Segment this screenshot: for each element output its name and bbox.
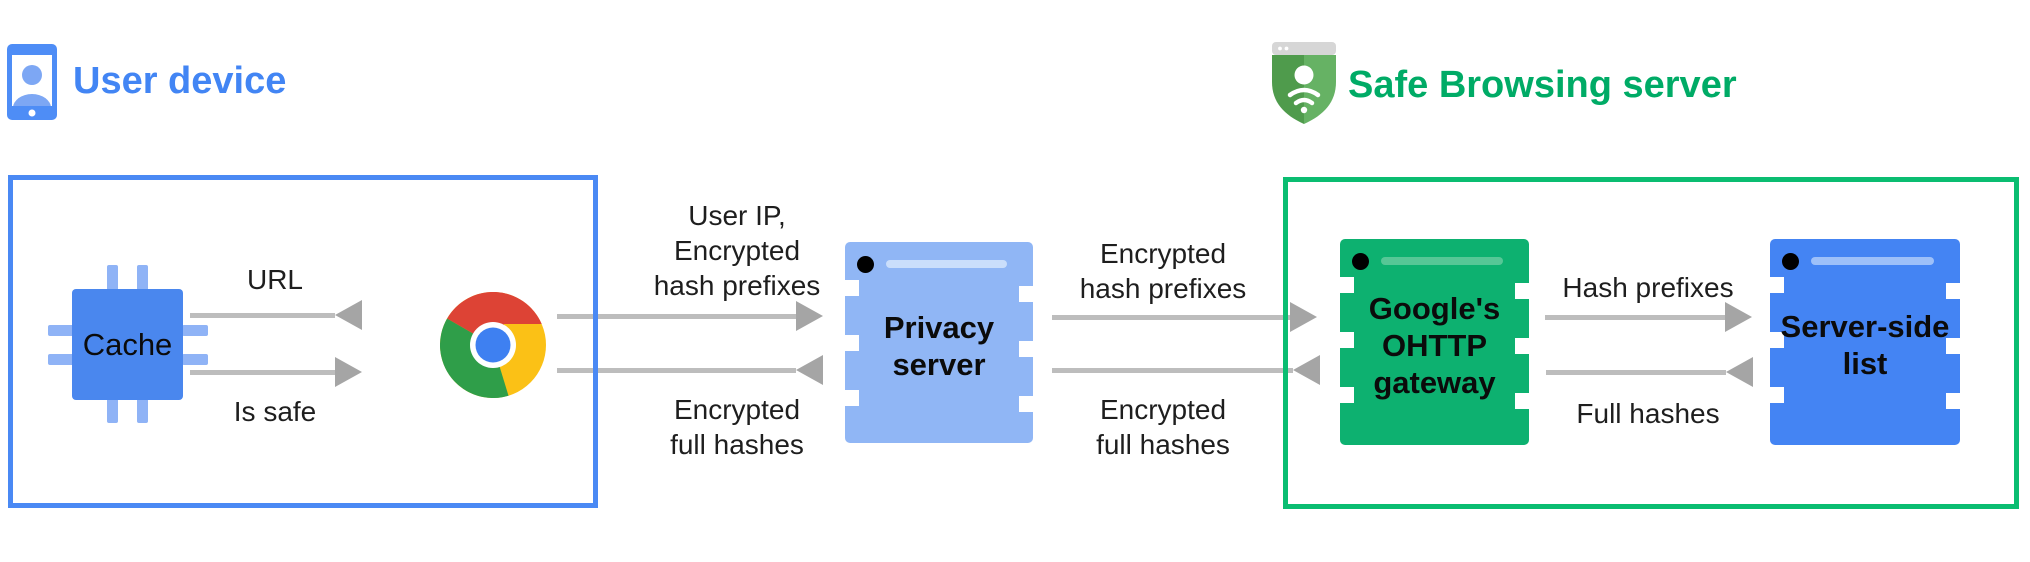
server-notch [1946,393,1961,409]
privacy-server-node: Privacy server [844,242,1034,443]
arrow-to-gateway [1052,302,1317,332]
arrow-to-list [1545,302,1752,332]
server-notch [1339,332,1354,348]
shield-wifi-icon [1272,42,1336,124]
arrow-shaft [1546,369,1726,375]
chip-pin [137,397,148,423]
server-notch [844,280,859,296]
chip-pin [182,325,208,336]
arrow-shaft [557,313,796,319]
flow-label-encrypted-full-hashes-right: Encrypted full hashes [1096,394,1230,460]
arrow-shaft [1052,314,1290,320]
server-notch [1769,332,1784,348]
safe-browsing-zone-box [1283,177,2019,509]
arrow-from-privacy-server [557,355,823,385]
server-notch [1946,283,1961,299]
arrow-is-safe [190,357,362,387]
chrome-icon [440,292,546,398]
arrow-shaft [1052,367,1293,373]
server-notch [1019,396,1034,412]
server-notch [1769,387,1784,403]
arrow-shaft [1545,314,1725,320]
flow-label-encrypted-hash-prefixes: Encrypted hash prefixes [1079,238,1247,304]
arrowhead-right [1725,302,1752,332]
chip-pin [182,354,208,365]
server-notch [844,335,859,351]
server-led-dot [857,256,874,273]
server-notch [1339,387,1354,403]
server-led-dot [1782,253,1799,270]
server-notch [1019,286,1034,302]
arrow-shaft [190,312,335,318]
arrowhead-right [796,301,823,331]
server-top-line [1811,257,1934,265]
arrowhead-left [1293,355,1320,385]
server-notch [844,390,859,406]
chip-pin [48,354,74,365]
flow-label-full-hashes: Full hashes [1576,398,1720,429]
flow-label-hash-prefixes: Hash prefixes [1562,272,1734,303]
server-side-list-label: Server-side list [1780,309,1950,381]
server-notch [1339,277,1354,293]
arrow-shaft [557,367,796,373]
ohttp-gateway-node: Google's OHTTP gateway [1339,239,1530,445]
chip-pin [137,265,148,291]
arrowhead-right [1290,302,1317,332]
arrowhead-right [335,357,362,387]
server-notch [1515,338,1530,354]
flow-label-user-ip-encrypted-hash-prefixes: User IP, Encrypted hash prefixes [653,200,821,301]
arrowhead-left [335,300,362,330]
server-notch [1019,341,1034,357]
arrowhead-left [1726,357,1753,387]
arrow-shaft [190,369,335,375]
arrow-from-gateway [1052,355,1320,385]
server-notch [1946,338,1961,354]
arrow-to-privacy-server [557,301,823,331]
chip-pin [107,397,118,423]
chip-pin [107,265,118,291]
server-top-line [886,260,1007,268]
cache-node: Cache [48,265,208,423]
ohttp-gateway-label: Google's OHTTP gateway [1368,290,1501,400]
server-led-dot [1352,253,1369,270]
arrowhead-left [796,355,823,385]
server-top-line [1381,257,1503,265]
server-notch [1515,283,1530,299]
server-side-list-node: Server-side list [1769,239,1961,445]
flow-label-encrypted-full-hashes-left: Encrypted full hashes [670,394,804,460]
phone-user-icon [7,44,57,120]
server-notch [1769,277,1784,293]
arrow-url [190,300,362,330]
flow-label-url: URL [246,264,304,295]
server-notch [1515,393,1530,409]
chip-pin [48,325,74,336]
user-device-zone-box [8,175,598,508]
safe-browsing-title: Safe Browsing server [1348,64,1737,106]
privacy-server-label: Privacy server [883,309,995,382]
arrow-from-list [1546,357,1753,387]
cache-label: Cache [72,289,183,400]
user-device-title: User device [73,60,287,102]
flow-label-is-safe: Is safe [233,396,317,427]
